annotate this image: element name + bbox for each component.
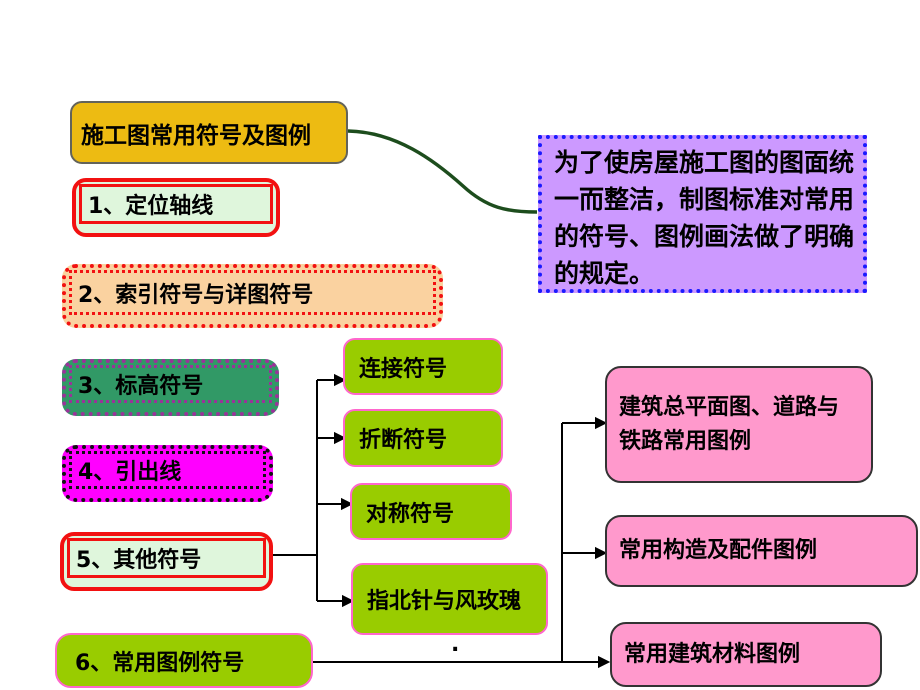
legend-building-materials: 常用建筑材料图例 xyxy=(610,622,882,687)
green-curve xyxy=(347,129,538,214)
item-label: 4、引出线 xyxy=(69,451,266,489)
symbol-label: 指北针与风玫瑰 xyxy=(367,589,522,614)
item-6-common-legend-symbols: 6、常用图例符号 xyxy=(55,633,313,688)
item-label: 1、定位轴线 xyxy=(79,184,273,224)
legend-construction-fittings: 常用构造及配件图例 xyxy=(605,515,918,587)
arrowhead xyxy=(595,546,608,560)
title-box: 施工图常用符号及图例 xyxy=(70,101,348,164)
symbol-connection: 连接符号 xyxy=(343,338,503,395)
arrowhead xyxy=(598,655,611,669)
item-4-leader-line: 4、引出线 xyxy=(62,445,273,502)
symbol-label: 折断符号 xyxy=(359,428,448,453)
left-branch-lines xyxy=(273,373,355,608)
item-1-positioning-axes: 1、定位轴线 xyxy=(72,178,280,237)
stray-dot: . xyxy=(451,632,460,657)
item-label: 2、索引符号与详图符号 xyxy=(69,270,436,315)
item-label: 3、标高符号 xyxy=(69,365,272,403)
item-3-elevation-symbol: 3、标高符号 xyxy=(62,359,279,416)
symbol-symmetry: 对称符号 xyxy=(350,483,512,540)
item-label: 6、常用图例符号 xyxy=(75,650,245,676)
arrowhead xyxy=(595,416,608,430)
note-box: 为了使房屋施工图的图面统 一而整洁，制图标准对常用 的符号、图例画法做了明确 的… xyxy=(538,135,867,293)
legend-siteplan-road-rail: 建筑总平面图、道路与 铁路常用图例 xyxy=(605,366,873,483)
symbol-label: 连接符号 xyxy=(359,356,448,382)
symbol-break: 折断符号 xyxy=(343,409,503,467)
symbol-north-windrose: 指北针与风玫瑰 xyxy=(351,563,548,635)
item-label: 5、其他符号 xyxy=(67,538,266,578)
title-label: 施工图常用符号及图例 xyxy=(81,122,311,149)
item-5-other-symbols: 5、其他符号 xyxy=(60,532,273,591)
symbol-label: 对称符号 xyxy=(366,501,455,527)
item-2-index-detail-symbols: 2、索引符号与详图符号 xyxy=(62,264,443,328)
